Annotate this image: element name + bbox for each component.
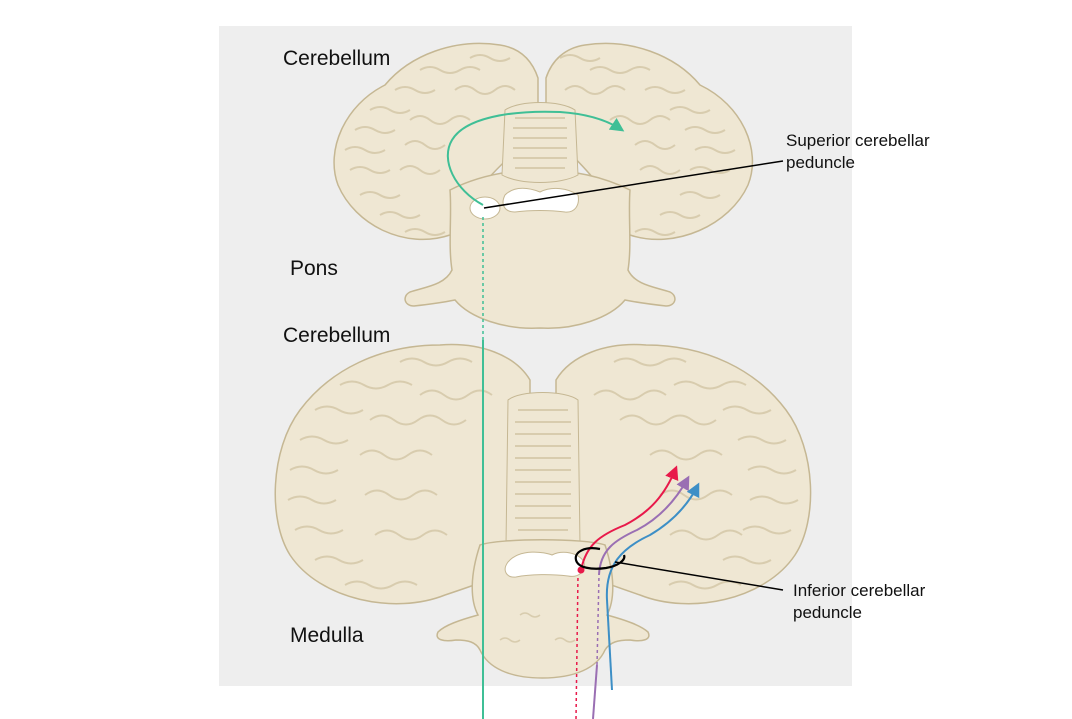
label-inferior-cerebellar-peduncle: Inferior cerebellar peduncle [793,580,925,624]
label-pons: Pons [290,257,338,280]
bottom-fourth-ventricle [504,551,585,578]
top-fourth-ventricle [502,187,579,213]
pointers [483,160,784,591]
superior-peduncle-pointer [483,160,784,209]
inferior-label-line2: peduncle [793,603,863,622]
inferior-label-line1: Inferior cerebellar [793,581,926,600]
blue-tract-curve [605,482,700,601]
top-vermis [501,102,579,183]
green-tract-arch [446,110,625,206]
superior-label-line1: Superior cerebellar [786,131,930,150]
bottom-vermis [505,392,581,553]
inferior-peduncle-pointer [614,561,784,591]
label-cerebellum-bottom: Cerebellum [283,324,391,347]
pons-cerebellum-section [333,42,754,329]
tracts [446,110,700,719]
purple-tract-curve [598,475,690,576]
label-medulla: Medulla [290,624,364,647]
superior-label-line2: peduncle [786,153,856,172]
red-tract-dashed [575,574,579,719]
label-cerebellum-top: Cerebellum [283,47,391,70]
medulla-body [436,539,650,679]
purple-tract-solid [592,664,598,719]
blue-tract-solid [606,599,613,691]
label-superior-cerebellar-peduncle: Superior cerebellar peduncle [786,130,930,174]
red-tract-curve [580,465,679,571]
